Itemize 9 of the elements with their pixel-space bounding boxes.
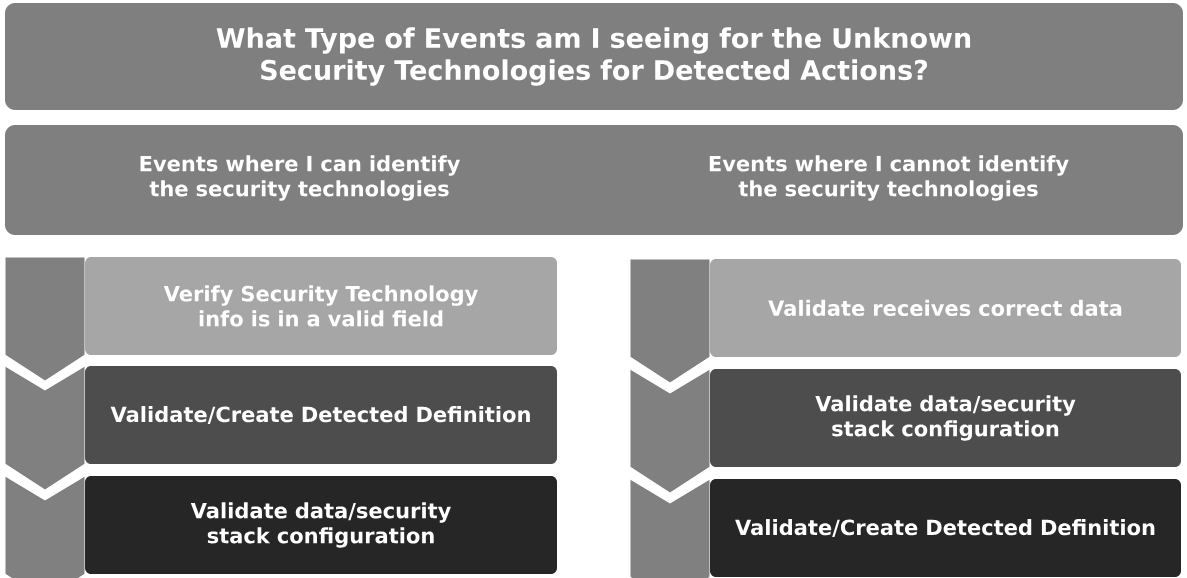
band-heading: Events where I cannot identify the security technologies — [709, 155, 1069, 201]
step-box: Validate receives correct data — [629, 258, 1181, 384]
band-heading: Events where I can identify the security technologies — [140, 155, 461, 201]
step-box: Validate data/security stack configuration — [4, 475, 557, 578]
step-box: Validate/Create Detected Definition — [4, 365, 557, 491]
title-banner: What Type of Events am I seeing for the Unknown Security Technologies for Detected Actions? — [5, 3, 1183, 110]
step-box: Validate data/security stack configuration — [629, 368, 1181, 494]
step-box: Verify Security Technology info is in a valid field — [4, 256, 557, 382]
step-box: Validate/Create Detected Definition — [629, 478, 1181, 578]
